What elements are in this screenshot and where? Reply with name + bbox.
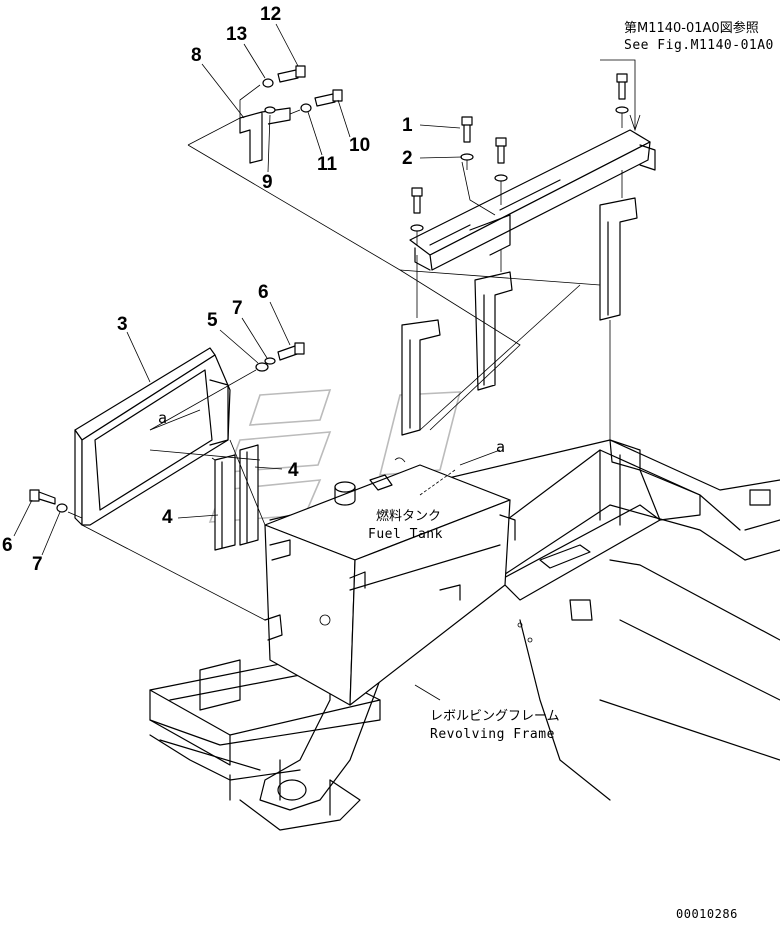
bolt-1b — [494, 137, 508, 182]
callout-7b: 7 — [32, 554, 43, 575]
top-bolts — [410, 73, 629, 245]
callout-10: 10 — [349, 135, 370, 156]
fuel-tank — [264, 457, 516, 706]
callout-8: 8 — [191, 45, 202, 66]
callout-2: 2 — [402, 148, 413, 169]
bolt-1d — [615, 73, 629, 114]
marker-a-right: a — [496, 438, 506, 456]
callout-11: 11 — [317, 154, 338, 175]
callout-1: 1 — [402, 115, 413, 136]
text-labels: 第M1140-01A0図参照 See Fig.M1140-01A0 燃料タンク … — [158, 20, 774, 921]
cover-bolts-right — [149, 342, 305, 431]
callouts: 1 2 3 4 4 5 6 6 7 7 8 9 10 11 12 13 — [2, 4, 463, 575]
marker-a-left: a — [158, 409, 168, 427]
revolving-frame — [149, 439, 780, 831]
callout-3: 3 — [117, 314, 128, 335]
callout-6a: 6 — [258, 282, 269, 303]
leader-lines — [81, 59, 641, 621]
revolving-frame-label-jp: レボルビングフレーム — [430, 709, 560, 724]
drawing-number: 00010286 — [676, 907, 738, 920]
bracket-8-assembly — [239, 65, 343, 164]
ref-label-en: See Fig.M1140-01A0 — [624, 38, 774, 53]
vertical-brackets — [401, 170, 638, 440]
bolt-1a — [460, 116, 474, 161]
callout-4a: 4 — [288, 460, 299, 481]
ref-label-jp: 第M1140-01A0図参照 — [624, 20, 759, 36]
seal-covers-4 — [214, 444, 259, 551]
callout-6b: 6 — [2, 535, 13, 556]
callout-5: 5 — [207, 310, 218, 331]
revolving-frame-label-en: Revolving Frame — [430, 727, 555, 742]
callout-13: 13 — [226, 24, 247, 45]
callout-7a: 7 — [232, 298, 243, 319]
top-cross-member — [409, 129, 656, 271]
bolt-1c — [410, 187, 424, 232]
fuel-tank-label-en: Fuel Tank — [368, 527, 443, 542]
callout-9: 9 — [262, 172, 273, 193]
fuel-tank-label-jp: 燃料タンク — [376, 508, 441, 524]
side-cover-3 — [74, 347, 231, 526]
callout-4b: 4 — [162, 507, 173, 528]
callout-12: 12 — [260, 4, 281, 25]
cover-bolts-left — [29, 489, 83, 519]
